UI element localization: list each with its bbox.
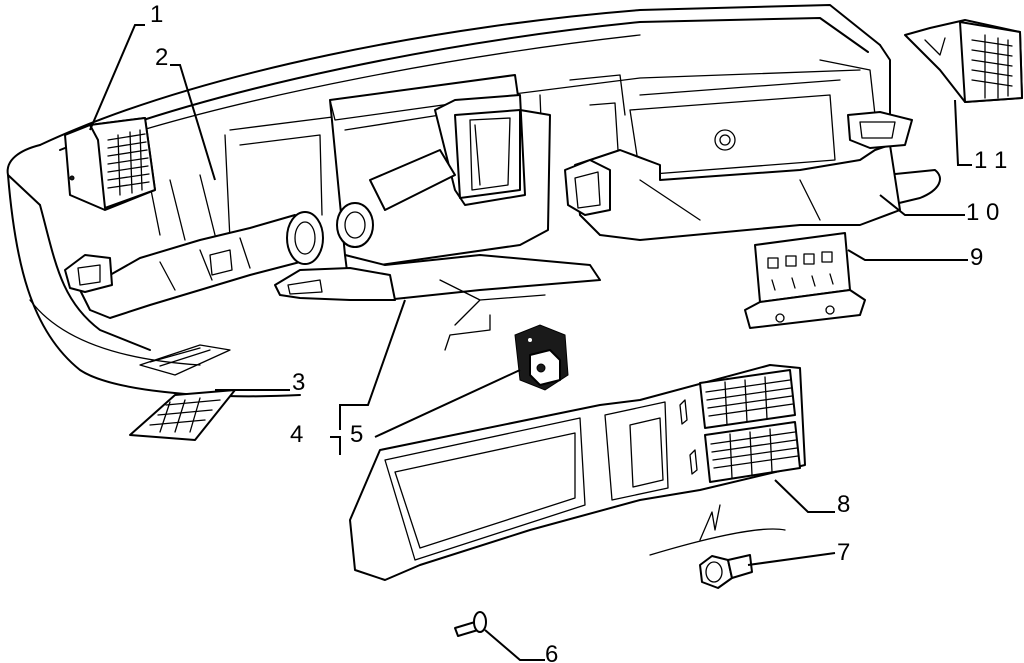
center-lower-outlet — [274, 267, 396, 301]
leader-9 — [847, 249, 968, 261]
callout-1: 1 — [150, 1, 163, 28]
callout-9: 9 — [970, 244, 983, 271]
screw — [454, 611, 487, 637]
left-side-vent — [64, 117, 156, 211]
leader-8 — [774, 479, 835, 513]
leader-lines — [89, 24, 972, 661]
leader-11 — [954, 99, 972, 166]
console-panel — [349, 364, 806, 581]
callout-labels: 1 2 3 4 5 6 7 8 9 1 0 1 1 — [150, 1, 1007, 663]
leader-10 — [879, 194, 965, 216]
leader-6 — [484, 629, 545, 661]
callout-4: 4 — [290, 421, 303, 448]
bracket-4 — [330, 436, 341, 455]
leader-4 — [339, 299, 406, 430]
right-air-duct — [564, 111, 913, 241]
leader-7 — [747, 552, 836, 566]
callout-10: 1 0 — [966, 199, 999, 226]
callout-7: 7 — [837, 539, 850, 566]
callout-11: 1 1 — [974, 147, 1007, 174]
heater-box — [329, 74, 601, 351]
switch-module — [514, 324, 569, 391]
leader-1 — [89, 24, 145, 131]
callout-8: 8 — [837, 491, 850, 518]
fuse-bracket — [744, 232, 866, 329]
callout-6: 6 — [545, 641, 558, 663]
left-air-duct — [64, 211, 324, 319]
leader-2 — [170, 64, 216, 181]
filter-plate — [129, 389, 236, 441]
callout-2: 2 — [155, 44, 168, 71]
right-side-vent — [904, 19, 1023, 103]
push-button — [649, 504, 786, 589]
leader-5 — [374, 369, 521, 438]
callout-5: 5 — [350, 421, 363, 448]
callout-3: 3 — [292, 369, 305, 396]
